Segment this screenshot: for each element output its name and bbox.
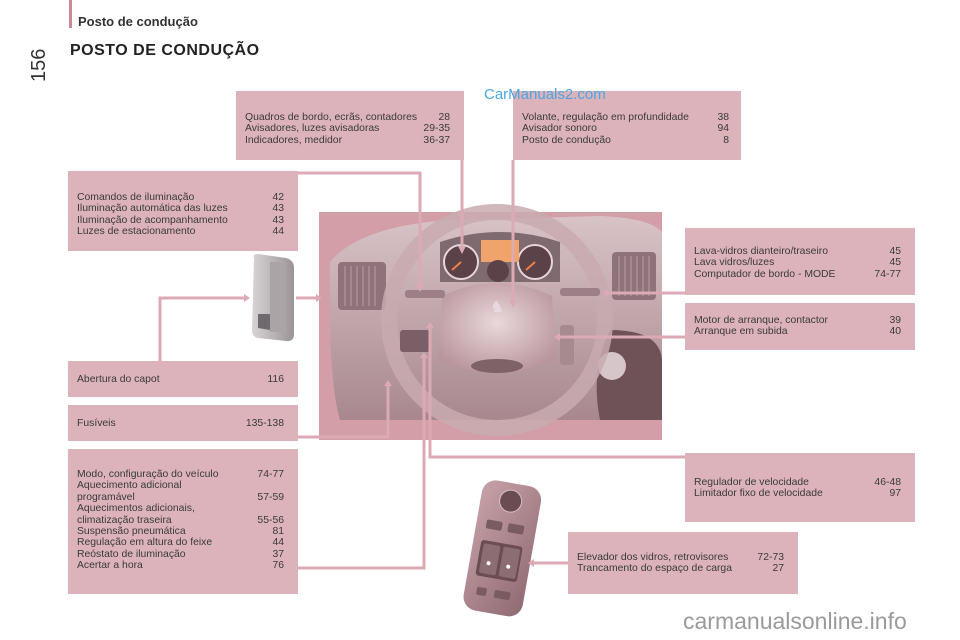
window-switch-panel-illustration: [463, 480, 542, 617]
instrument-cluster: [440, 232, 560, 282]
wheel-controls-right: [560, 325, 574, 365]
connector-mode: [298, 356, 426, 570]
page-ref: 81: [272, 526, 284, 538]
right-stalk: [560, 288, 600, 296]
page-ref: 28: [438, 112, 450, 123]
steering-wheel: ♞: [381, 204, 613, 436]
connector-arrowheads: [244, 246, 608, 567]
page-ref: 76: [272, 560, 284, 572]
index-entry[interactable]: Aquecimentos adicionais, climatização tr…: [77, 503, 284, 526]
page-ref: 40: [889, 326, 901, 338]
lower-switch-panel: [400, 330, 430, 352]
connector-cruise: [428, 326, 685, 459]
page-ref: 45: [889, 246, 901, 257]
connector-bonnet: [158, 296, 246, 361]
airbag-hub: [438, 283, 556, 372]
headlamp-switch-illustration: [252, 254, 294, 342]
page-ref: 135-138: [245, 418, 284, 429]
page-title: POSTO DE CONDUÇÃO: [70, 42, 260, 59]
page-ref: 36-37: [423, 134, 450, 146]
page-ref: 39: [889, 315, 901, 326]
connector-lines: [158, 160, 685, 570]
page-ref: 57-59: [257, 491, 284, 503]
right-air-vent: [612, 252, 656, 300]
page-ref: 8: [723, 134, 729, 146]
page-ref: 27: [772, 563, 784, 575]
brand-badge: [471, 359, 523, 373]
page-ref: 44: [272, 537, 284, 549]
left-air-vent: [338, 262, 386, 310]
page-ref: 43: [272, 214, 284, 226]
page-ref: 55-56: [257, 514, 284, 526]
page-ref: 45: [889, 257, 901, 269]
page-ref: 72-73: [757, 552, 784, 563]
page-ref: 38: [717, 112, 729, 123]
watermark-carmanualsonline: carmanualsonline.info: [683, 608, 907, 634]
page-ref: 94: [717, 123, 729, 135]
page-ref: 43: [272, 203, 284, 215]
page-ref: 37: [272, 548, 284, 560]
connector-fuses: [298, 384, 390, 439]
small-gauges: [487, 260, 509, 282]
page-ref: 74-77: [257, 469, 284, 480]
watermark-carmanuals2: CarManuals2.com: [484, 86, 606, 103]
peugeot-lion-logo: ♞: [490, 297, 504, 316]
page-ref: 97: [889, 488, 901, 500]
page-ref: 74-77: [874, 268, 901, 280]
left-stalk: [405, 290, 445, 298]
page-accent-bar: [69, 0, 72, 28]
page-ref: 44: [272, 226, 284, 238]
page-ref: 29-35: [423, 123, 450, 135]
page-ref: 116: [267, 374, 284, 385]
display-screen: [481, 240, 519, 262]
page-ref: 46-48: [874, 477, 901, 488]
connector-lighting: [298, 171, 422, 286]
section-heading: Posto de condução: [78, 14, 198, 29]
page-ref: 42: [272, 192, 284, 203]
